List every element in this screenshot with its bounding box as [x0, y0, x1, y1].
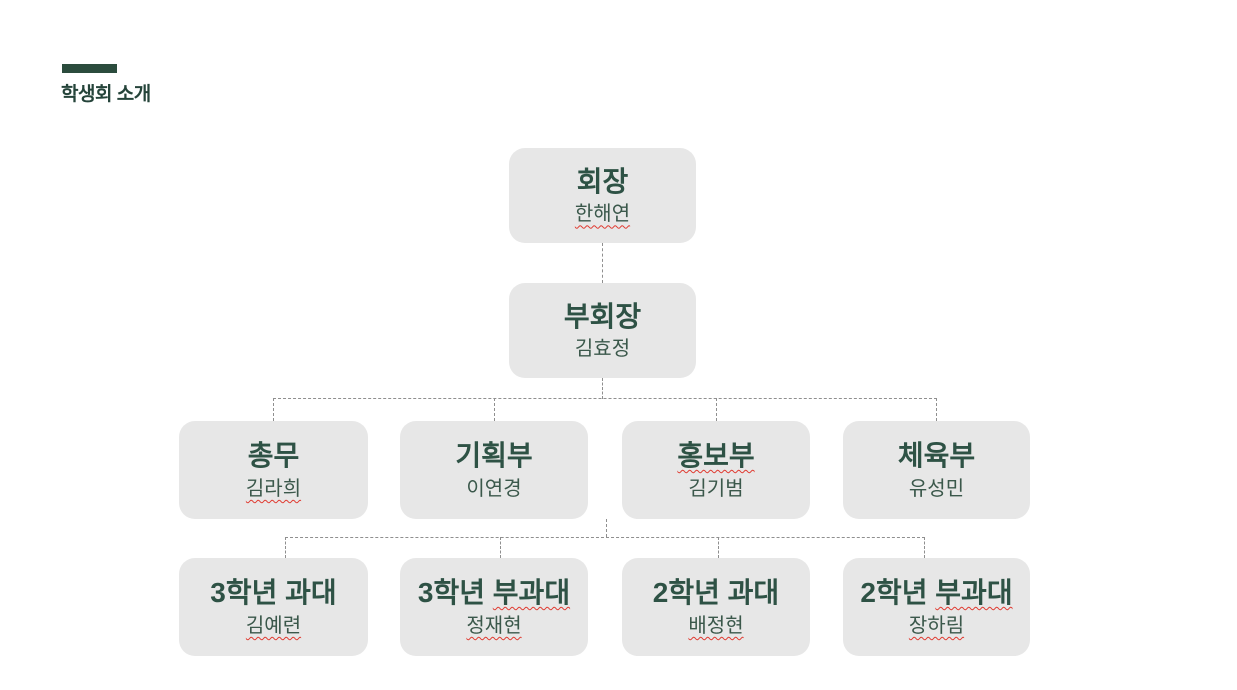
org-node-pr-dept: 홍보부 김기범: [622, 421, 810, 519]
org-node-sports-dept: 체육부 유성민: [843, 421, 1030, 519]
title-text: 3학년: [417, 577, 493, 609]
connector-drop-2nd-year-rep: [718, 537, 719, 558]
org-node-vice-president: 부회장 김효정: [509, 283, 696, 378]
node-title: 회장: [577, 165, 629, 199]
node-title: 3학년 부과대: [418, 576, 570, 610]
name-misspelled-text: 한해연: [574, 203, 631, 226]
org-node-3rd-year-vice-rep: 3학년 부과대 정재현: [400, 558, 588, 656]
title-text: 2학년: [860, 577, 936, 609]
node-name: 유성민: [909, 477, 964, 501]
connector-rail-row3: [273, 398, 937, 399]
section-title: 학생회 소개: [61, 84, 151, 105]
node-title: 부회장: [564, 300, 641, 334]
node-name: 김라희: [246, 477, 301, 501]
org-node-2nd-year-rep: 2학년 과대 배정현: [622, 558, 810, 656]
connector-drop-2nd-year-vice-rep: [924, 537, 925, 558]
node-name: 김예련: [246, 614, 301, 638]
name-misspelled-text: 김라희: [245, 477, 302, 500]
title-text: 부회장: [563, 300, 642, 332]
name-text: 유성민: [908, 477, 965, 500]
connector-president-to-vice: [602, 243, 603, 283]
node-name: 한해연: [575, 202, 630, 226]
name-text: 이연경: [466, 477, 522, 500]
node-title: 총무: [248, 439, 300, 473]
connector-drop-sports-dept: [936, 398, 937, 421]
title-misspelled-text: 부과대: [492, 577, 571, 609]
name-misspelled-text: 정재현: [466, 614, 522, 637]
title-misspelled-text: 부과대: [935, 577, 1013, 609]
name-misspelled-text: 장하림: [908, 614, 965, 637]
node-title: 2학년 부과대: [860, 576, 1012, 610]
title-text: 기획부: [455, 440, 533, 472]
connector-drop-3rd-year-rep: [285, 537, 286, 558]
title-text: 3학년 과대: [210, 577, 337, 609]
connector-drop-3rd-year-vice-rep: [500, 537, 501, 558]
node-title: 체육부: [898, 439, 975, 473]
org-node-general-affairs: 총무 김라희: [179, 421, 368, 519]
node-title: 2학년 과대: [653, 576, 779, 610]
node-title: 기획부: [455, 439, 532, 473]
title-text: 총무: [247, 440, 300, 472]
node-title: 3학년 과대: [210, 576, 336, 610]
connector-rail-row4: [285, 537, 925, 538]
org-node-president: 회장 한해연: [509, 148, 696, 243]
node-title: 홍보부: [677, 439, 754, 473]
title-text: 회장: [576, 165, 629, 197]
node-name: 김효정: [575, 337, 630, 361]
org-node-3rd-year-rep: 3학년 과대 김예련: [179, 558, 368, 656]
node-name: 배정현: [688, 614, 743, 638]
connector-trunk-row3: [602, 378, 603, 399]
title-text: 체육부: [897, 440, 976, 472]
connector-drop-general-affairs: [273, 398, 274, 421]
org-node-2nd-year-vice-rep: 2학년 부과대 장하림: [843, 558, 1030, 656]
node-name: 장하림: [909, 614, 964, 638]
name-misspelled-text: 배정현: [688, 614, 744, 637]
name-text: 김기범: [688, 477, 744, 500]
org-node-planning-dept: 기획부 이연경: [400, 421, 588, 519]
name-misspelled-text: 김예련: [245, 614, 302, 637]
section-accent-bar: [62, 64, 117, 73]
node-name: 김기범: [688, 477, 743, 501]
node-name: 정재현: [466, 614, 521, 638]
connector-drop-planning-dept: [494, 398, 495, 421]
connector-trunk-row4: [606, 519, 607, 537]
name-text: 김효정: [574, 338, 631, 361]
connector-drop-pr-dept: [716, 398, 717, 421]
title-text: 2학년 과대: [652, 577, 780, 609]
node-name: 이연경: [466, 477, 521, 501]
title-misspelled-text: 홍보부: [677, 440, 755, 472]
